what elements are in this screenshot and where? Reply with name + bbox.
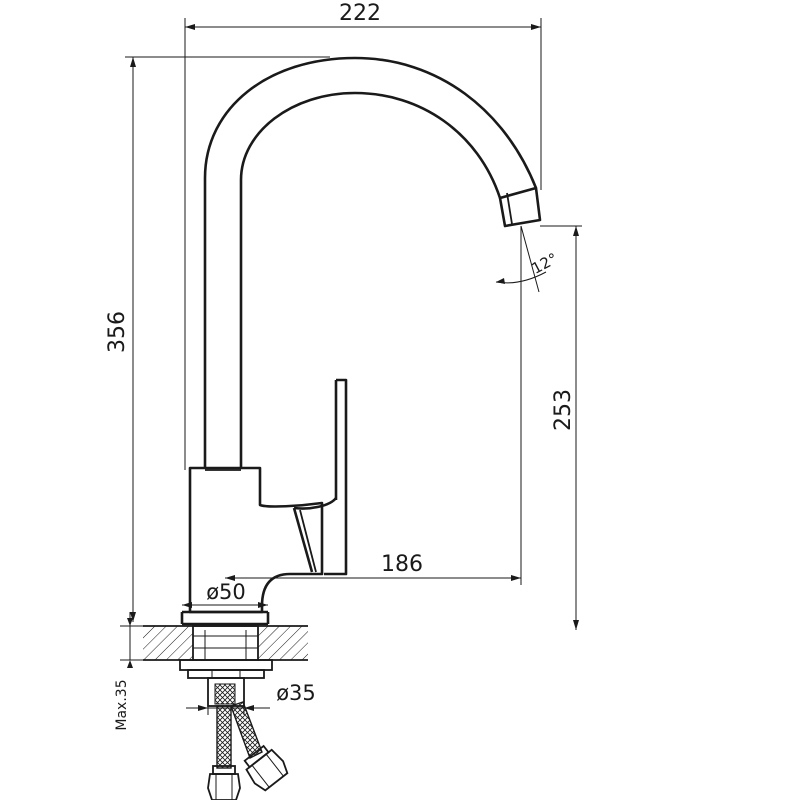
countertop-section bbox=[143, 625, 308, 661]
spout-height-label: 253 bbox=[551, 389, 576, 431]
dimension-spout-angle: 12° bbox=[495, 225, 561, 293]
flex-hose-right bbox=[230, 701, 289, 792]
dimension-spout-reach: 186 bbox=[225, 226, 522, 585]
base-diameter-label: ø50 bbox=[206, 580, 246, 604]
dimension-base-diameter: ø50 bbox=[182, 580, 268, 608]
dimension-spout-height: 253 bbox=[540, 225, 582, 630]
faucet-base-plate bbox=[180, 610, 270, 626]
dimension-max-counter-thickness: Max.35 bbox=[114, 612, 143, 731]
faucet-lever-handle bbox=[292, 378, 348, 576]
spout-reach-label: 186 bbox=[381, 552, 423, 577]
dimension-overall-height: 356 bbox=[105, 56, 330, 622]
faucet-mixer-body bbox=[188, 466, 324, 614]
overall-height-label: 356 bbox=[105, 311, 130, 353]
dimension-overall-width: 222 bbox=[184, 1, 542, 470]
faucet-spout bbox=[203, 56, 542, 468]
thread-diameter-label: ø35 bbox=[276, 681, 316, 705]
max-counter-thickness-label: Max.35 bbox=[114, 679, 130, 730]
mounting-nut bbox=[179, 659, 273, 707]
flex-hose-left bbox=[207, 705, 241, 800]
overall-width-label: 222 bbox=[339, 1, 381, 26]
dimension-thread-diameter: ø35 bbox=[186, 681, 316, 715]
